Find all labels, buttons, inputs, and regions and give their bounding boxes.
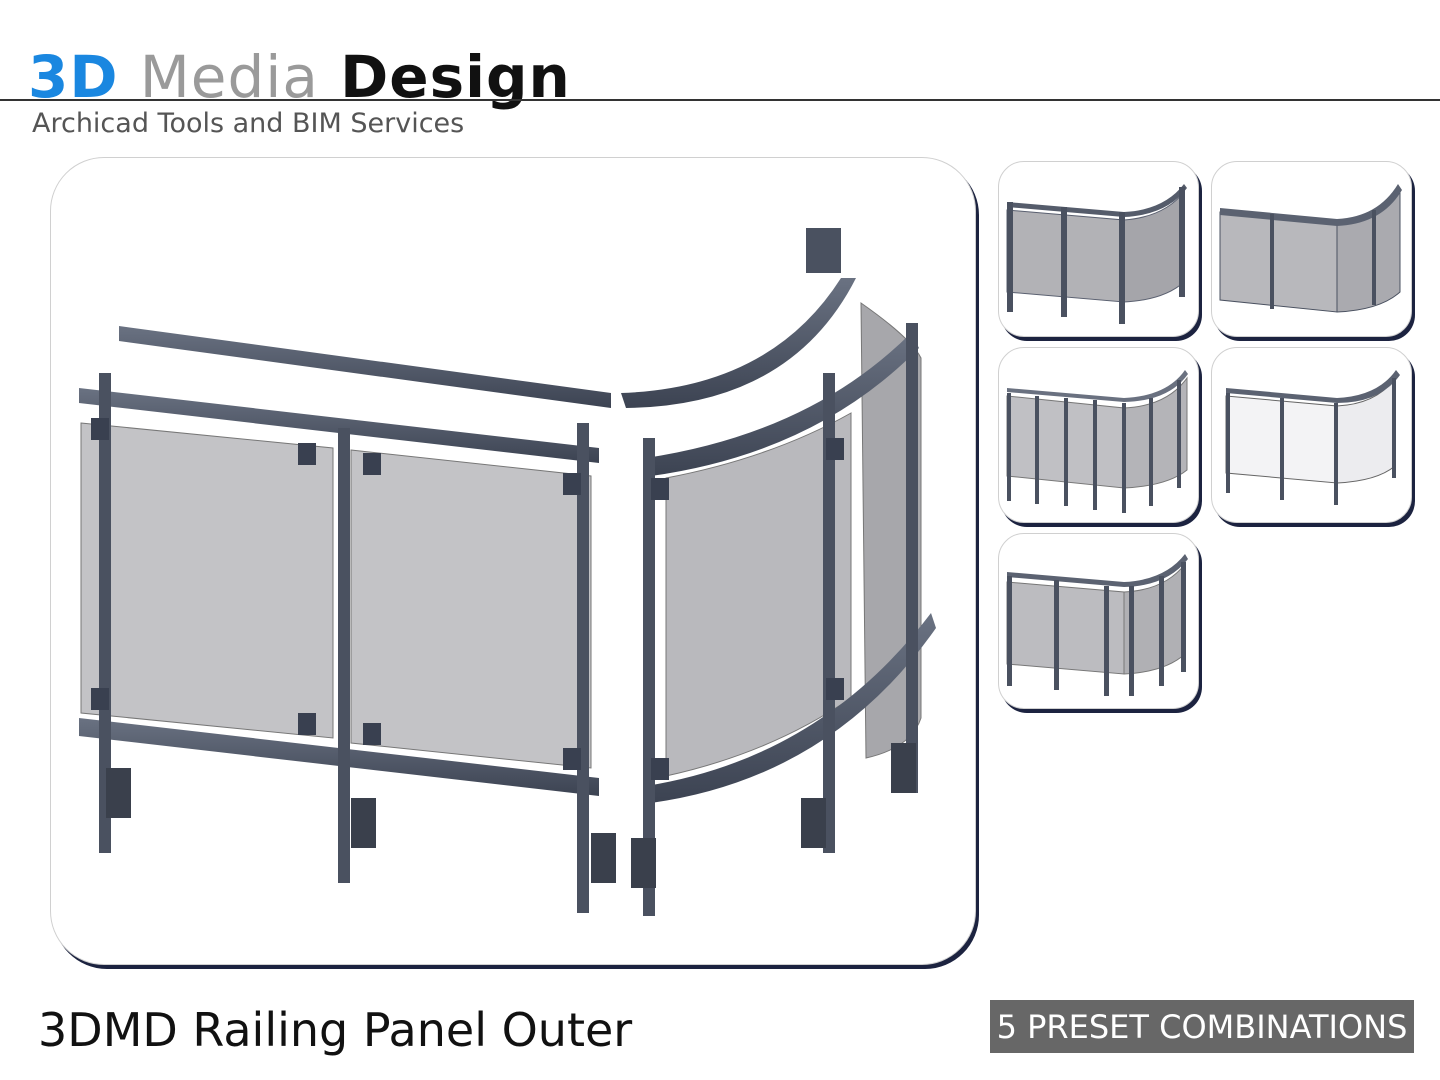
preset-render-1 xyxy=(1006,184,1187,324)
preset-thumbnail-2[interactable] xyxy=(1211,161,1412,337)
preset-render-3 xyxy=(1006,370,1188,513)
product-title: 3DMD Railing Panel Outer xyxy=(38,1003,633,1057)
header-divider xyxy=(0,99,1440,101)
logo: 3D Media Design xyxy=(28,48,571,106)
preset-count-badge: 5 PRESET COMBINATIONS xyxy=(990,1000,1414,1053)
preset-render-2 xyxy=(1219,184,1402,313)
logo-design: Design xyxy=(340,43,571,111)
main-railing-image xyxy=(50,157,976,965)
preset-render-4 xyxy=(1225,370,1400,505)
logo-media: Media xyxy=(139,43,319,111)
preset-thumbnail-3[interactable] xyxy=(998,347,1199,523)
preset-thumbnail-5[interactable] xyxy=(998,533,1199,709)
preset-thumbnail-4[interactable] xyxy=(1211,347,1412,523)
logo-3d: 3D xyxy=(28,43,119,111)
preset-render-5 xyxy=(1006,554,1188,696)
preset-thumbnail-1[interactable] xyxy=(998,161,1199,337)
tagline: Archicad Tools and BIM Services xyxy=(32,108,465,139)
railing-render xyxy=(79,228,936,916)
